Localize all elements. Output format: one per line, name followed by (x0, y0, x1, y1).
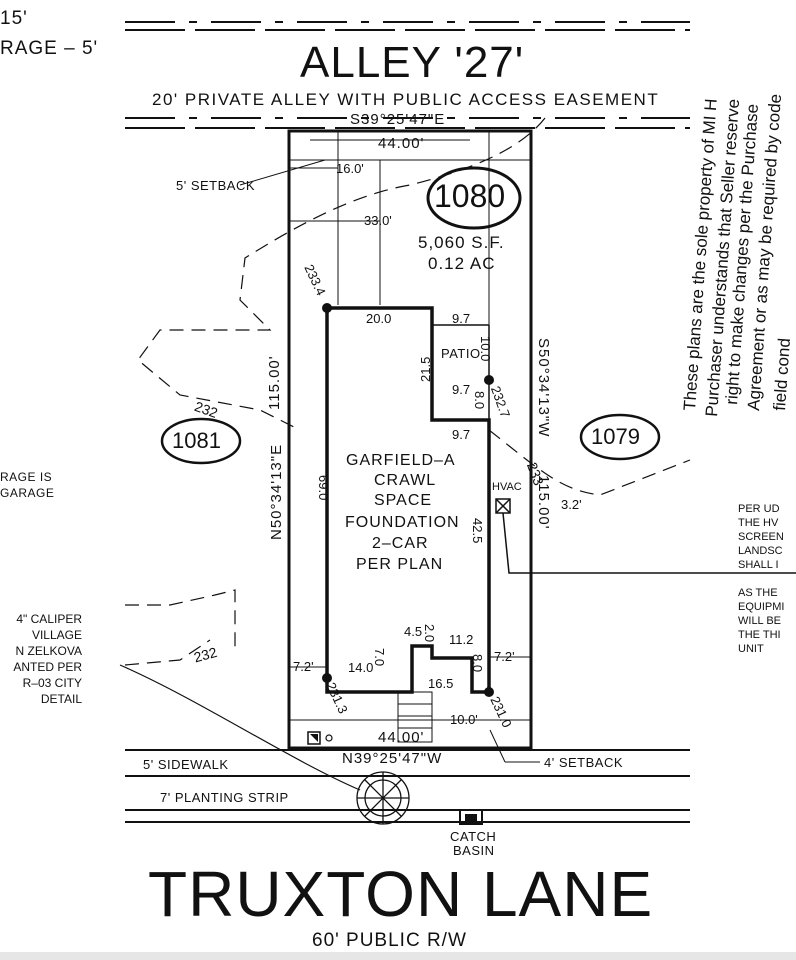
left-note-tree-4: ANTED PER (13, 660, 82, 674)
contour-lines (124, 117, 691, 666)
alley-subtitle: 20' PRIVATE ALLEY WITH PUBLIC ACCESS EAS… (152, 90, 660, 109)
bearing-left: N50°34'13"E (268, 443, 285, 540)
sidewalk-label: 5' SIDEWALK (143, 757, 229, 772)
street-tree-icon (356, 771, 410, 825)
dim-8-0-a: 8.0 (472, 391, 487, 410)
dim-4-5: 4.5 (404, 624, 423, 639)
lot-boundary (287, 129, 533, 750)
street-name: TRUXTON LANE (148, 858, 654, 930)
dim-14-0: 14.0 (348, 660, 374, 675)
right-note-1: PER UD (738, 503, 780, 515)
dim-7-2-right: 7.2' (494, 649, 515, 664)
right-note-10: UNIT (738, 643, 764, 655)
meter-box-icon (307, 731, 333, 745)
hvac-unit (495, 498, 796, 574)
dim-42-5: 42.5 (470, 518, 485, 544)
patio-outline (432, 324, 490, 420)
dim-9-7-a: 9.7 (452, 311, 471, 326)
dim-69-0: 69.0 (316, 475, 331, 501)
top-left-note-1: 15' (0, 8, 28, 29)
lot-area-sf: 5,060 S.F. (418, 233, 505, 252)
neighbor-right-oval (579, 413, 661, 461)
left-note-tree-2: VILLAGE (31, 628, 82, 642)
setback-5-label: 5' SETBACK (176, 178, 256, 193)
house-label-4: FOUNDATION (345, 514, 460, 531)
dim-21-5: 21.5 (418, 356, 433, 382)
house-label-1: GARFIELD–A (346, 452, 456, 469)
dim-2-0: 2.0 (422, 624, 437, 643)
street-row: 60' PUBLIC R/W (312, 930, 467, 951)
right-note-2: THE HV (738, 517, 779, 529)
alley-lines (125, 21, 690, 129)
catch-basin-icon (459, 809, 483, 825)
planting-strip-label: 7' PLANTING STRIP (160, 790, 289, 805)
neighbor-lot-left: 1081 (172, 428, 221, 453)
dim-20: 20.0 (366, 311, 392, 326)
front-steps (397, 691, 433, 743)
catch-basin-label-1: CATCH (450, 829, 497, 844)
length-top: 44.00' (378, 135, 425, 152)
dim-16: 16.0' (336, 161, 364, 176)
house-label-6: PER PLAN (356, 556, 444, 573)
house-label-3: SPACE (374, 492, 433, 509)
house-corners (322, 303, 494, 697)
right-note-9: THE THI (738, 629, 781, 641)
left-note-garage-1: RAGE IS (0, 470, 53, 484)
right-note-3: SCREEN (738, 531, 784, 543)
dim-10-0: 10.0 (478, 336, 493, 362)
catch-basin-label-2: BASIN (453, 843, 495, 858)
dim-7-2-left: 7.2' (293, 659, 314, 674)
alley-title: ALLEY '27' (300, 38, 525, 87)
top-left-note-2: RAGE – 5' (0, 38, 99, 59)
left-note-tree-3: N ZELKOVA (15, 644, 82, 658)
lot-number: 1080 (434, 178, 506, 214)
length-left: 115.00' (266, 355, 283, 410)
right-note-7: EQUIPMI (738, 601, 785, 613)
patio-label: PATIO (441, 346, 481, 361)
dimension-lines (239, 159, 540, 763)
house-label-2: CRAWL (374, 472, 437, 489)
neighbor-left-oval (160, 417, 242, 465)
neighbor-lot-right: 1079 (591, 424, 640, 449)
dim-10-0-b: 10.0' (450, 712, 478, 727)
length-bottom: 44.00' (378, 729, 425, 746)
dim-11-2: 11.2 (449, 632, 474, 647)
bearing-top: S39°25'47"E (350, 111, 446, 128)
lot-number-oval (426, 166, 522, 230)
bearing-right: S50°34'13"W (535, 338, 552, 438)
page-bottom-edge (0, 952, 796, 960)
left-note-tree-5: R–03 CITY (22, 676, 82, 690)
street-lines (125, 749, 690, 823)
right-note-8: WILL BE (738, 615, 781, 627)
house-label-5: 2–CAR (372, 535, 429, 552)
left-note-tree-1: 4" CALIPER (16, 612, 82, 626)
bearing-bottom: N39°25'47"W (342, 750, 443, 767)
hvac-label: HVAC (492, 481, 522, 493)
dim-33: 33.0' (364, 213, 392, 228)
dim-9-7-c: 9.7 (452, 427, 471, 442)
left-note-tree-6: DETAIL (40, 692, 82, 706)
right-note-4: LANDSC (738, 545, 783, 557)
dim-3-2: 3.2' (561, 497, 582, 512)
dim-16-5: 16.5 (428, 676, 454, 691)
left-note-garage-2: GARAGE (0, 486, 55, 500)
tree-leader (119, 664, 361, 791)
setback-4-label: 4' SETBACK (544, 755, 624, 770)
right-note-5: SHALL I (738, 559, 779, 571)
lot-area-ac: 0.12 AC (428, 254, 496, 273)
dim-8-0-b: 8.0 (470, 654, 485, 673)
right-note-6: AS THE (738, 587, 778, 599)
dim-9-7-b: 9.7 (452, 382, 471, 397)
dim-7-0: 7.0 (372, 648, 387, 667)
